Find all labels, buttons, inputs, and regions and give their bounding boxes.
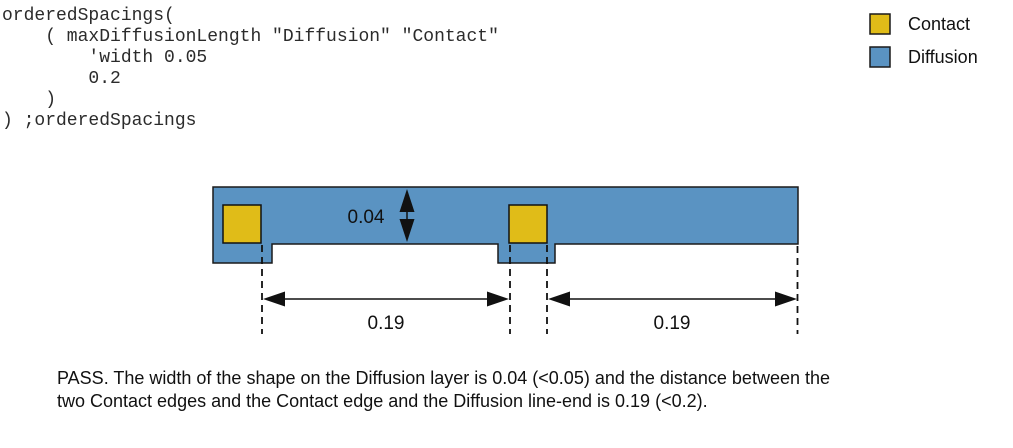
legend-label-diffusion: Diffusion <box>908 46 978 67</box>
spacing-arrow-2-left-head-icon <box>548 291 570 307</box>
contact-shape-middle <box>508 204 548 244</box>
spacing-dimension-arrow-1 <box>263 291 509 307</box>
width-dimension-label: 0.04 <box>348 207 385 228</box>
result-text-line-2: two Contact edges and the Contact edge a… <box>57 391 708 411</box>
spacing-arrow-1-left-head-icon <box>263 291 285 307</box>
result-text: PASS. The width of the shape on the Diff… <box>57 367 830 413</box>
diffusion-shape <box>212 186 799 264</box>
spacing-dimension-label-2: 0.19 <box>654 313 691 334</box>
contact-shape-left <box>222 204 262 244</box>
spacing-arrow-1-right-head-icon <box>487 291 509 307</box>
width-arrow-down-head-icon <box>399 219 415 242</box>
contact-swatch-rect <box>869 13 891 35</box>
legend-item-diffusion: Diffusion <box>869 46 978 68</box>
diffusion-swatch-rect <box>869 46 891 68</box>
width-arrow-up-head-icon <box>399 189 415 212</box>
legend-item-contact: Contact <box>869 13 978 35</box>
spacing-arrow-2-right-head-icon <box>775 291 797 307</box>
contact-swatch-icon <box>869 13 891 35</box>
legend-label-contact: Contact <box>908 13 971 34</box>
code-block: orderedSpacings( ( maxDiffusionLength "D… <box>2 6 499 131</box>
width-dimension-arrow <box>399 189 415 242</box>
legend: Contact Diffusion <box>869 13 978 79</box>
diffusion-swatch-icon <box>869 46 891 68</box>
result-text-line-1: PASS. The width of the shape on the Diff… <box>57 368 830 388</box>
spacing-dimension-arrow-2 <box>548 291 797 307</box>
spacing-dimension-label-1: 0.19 <box>368 313 405 334</box>
